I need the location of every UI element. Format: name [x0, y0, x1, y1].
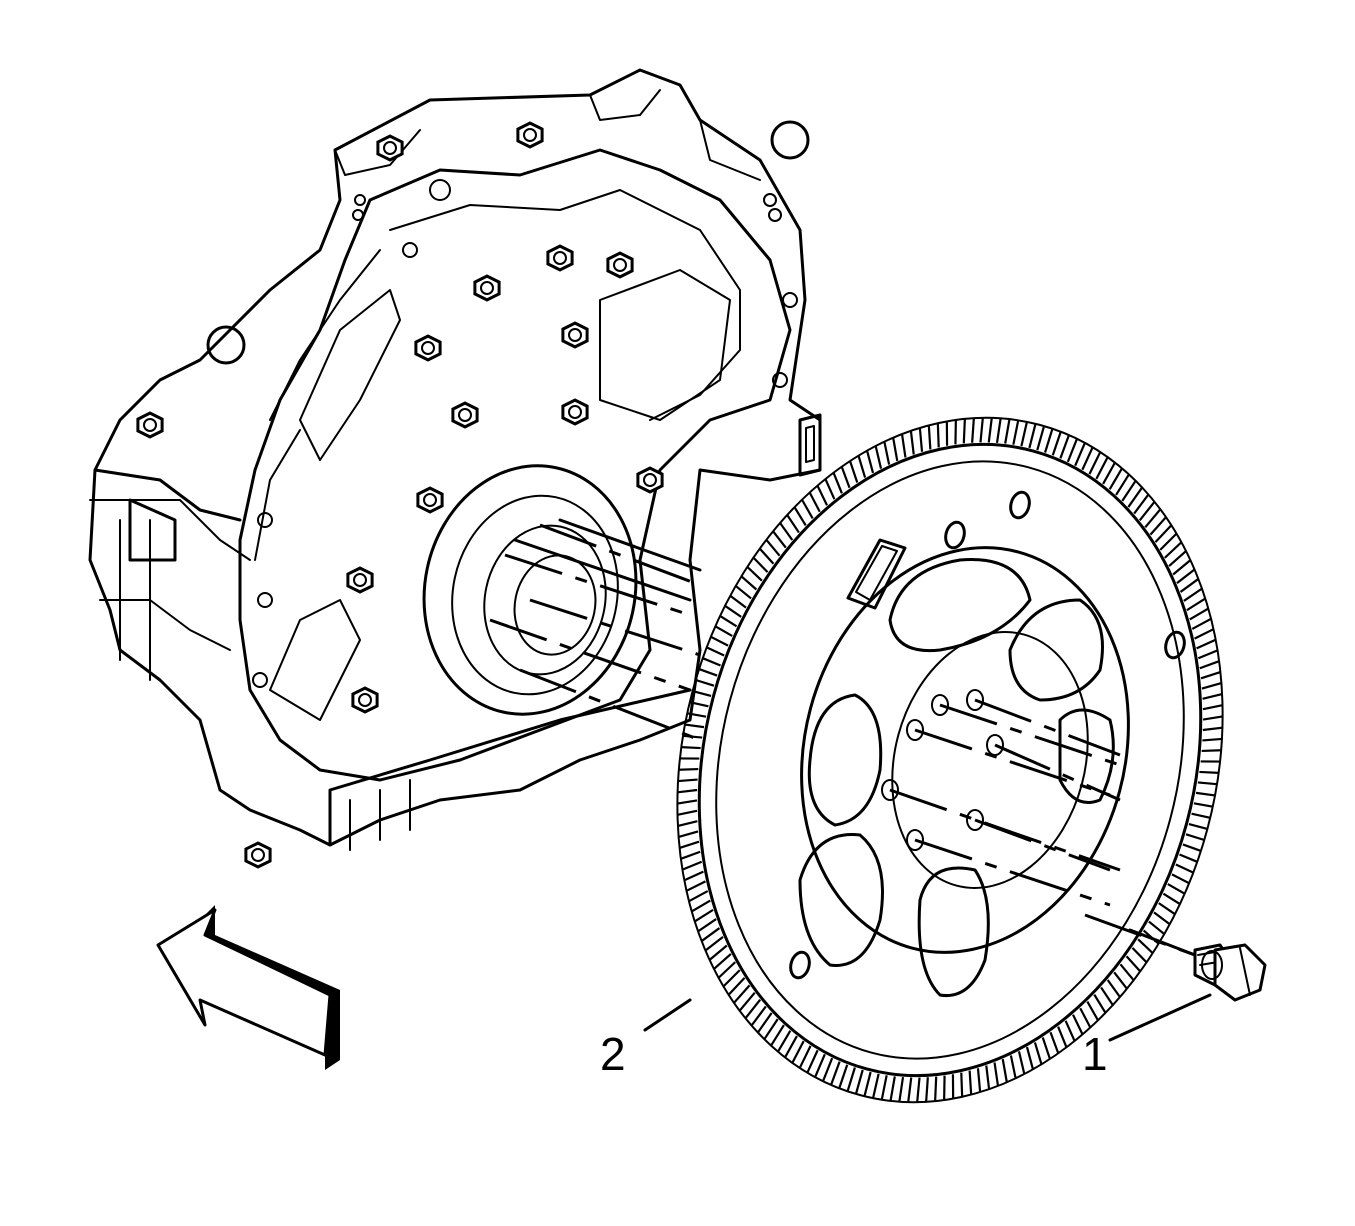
crankshaft-flange	[401, 446, 658, 734]
hex-bolt	[608, 253, 632, 277]
flywheel	[603, 356, 1297, 1164]
hex-bolt	[353, 688, 377, 712]
hex-bolt	[138, 413, 162, 437]
hex-bolt	[638, 468, 662, 492]
hex-bolt	[348, 568, 372, 592]
hex-bolt	[418, 488, 442, 512]
hex-bolt	[548, 246, 572, 270]
hex-bolt	[563, 323, 587, 347]
hex-bolt	[416, 336, 440, 360]
block-bolts	[138, 123, 662, 867]
callout-1: 1	[1082, 1028, 1108, 1080]
hex-bolt	[378, 136, 402, 160]
hex-bolt	[563, 400, 587, 424]
hex-bolt	[518, 123, 542, 147]
direction-arrow-icon	[158, 905, 340, 1070]
bolt-icon	[1130, 930, 1265, 1000]
hex-bolt	[475, 276, 499, 300]
hex-bolt	[453, 403, 477, 427]
hex-bolt	[246, 843, 270, 867]
callout-2: 2	[600, 1028, 626, 1080]
